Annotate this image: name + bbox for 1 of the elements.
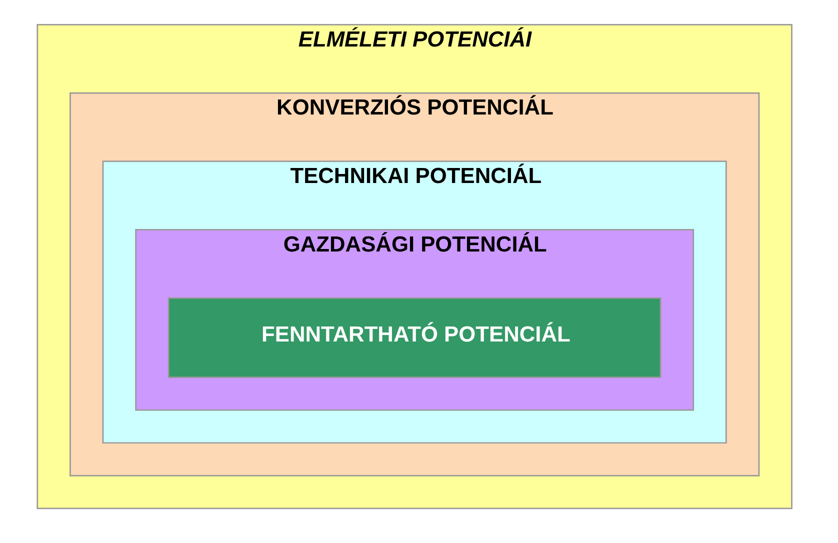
node-box: FENNTARTHATÓ POTENCIÁL [167, 297, 661, 378]
